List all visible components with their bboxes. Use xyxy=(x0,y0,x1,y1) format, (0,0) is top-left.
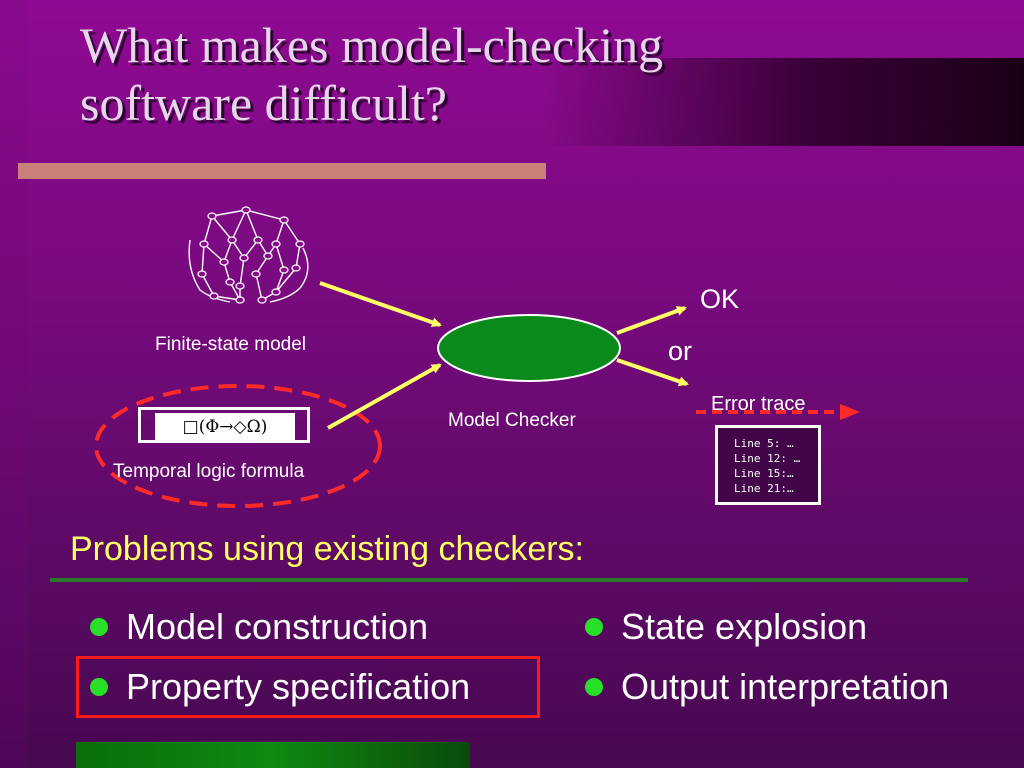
model-checker-label: Model Checker xyxy=(448,410,576,431)
model-input-arrow xyxy=(319,281,442,328)
problem-item: State explosion xyxy=(585,606,867,648)
problems-heading: Problems using existing checkers: xyxy=(70,530,585,568)
trace-line: Line 21:… xyxy=(734,482,794,495)
formula-highlight-ellipse xyxy=(94,384,382,508)
trace-line: Line 12: … xyxy=(734,452,801,465)
problem-item-label: State explosion xyxy=(621,606,868,647)
bullet-dot-icon xyxy=(90,678,108,696)
error-output-arrow xyxy=(616,358,689,387)
trace-line: Line 5: … xyxy=(734,437,794,450)
error-trace-label: Error trace xyxy=(711,393,806,415)
problem-item-label: Property specification xyxy=(126,666,471,707)
problem-item: Model construction xyxy=(90,606,428,648)
temporal-formula: □(Φ→◇Ω) xyxy=(155,413,295,441)
formula-box: □(Φ→◇Ω) xyxy=(138,407,310,443)
ok-label: OK xyxy=(700,284,740,314)
model-checker-oval xyxy=(437,314,621,382)
formula-input-arrow xyxy=(327,363,442,430)
problems-divider xyxy=(50,578,968,582)
ok-output-arrow xyxy=(616,306,687,335)
left-decor-band xyxy=(0,0,28,768)
error-trace-box: Line 5: … Line 12: … Line 15:… Line 21:… xyxy=(715,425,821,505)
title-line-2: software difficult? xyxy=(80,75,447,131)
state-graph-icon xyxy=(188,209,309,303)
property-specification-highlight xyxy=(76,656,540,718)
trace-line: Line 15:… xyxy=(734,467,794,480)
bottom-green-bar xyxy=(76,742,470,768)
bullet-dot-icon xyxy=(90,618,108,636)
slide-title: What makes model-checking software diffi… xyxy=(80,16,900,132)
problem-item-label: Model construction xyxy=(126,606,429,647)
bullet-dot-icon xyxy=(585,678,603,696)
temporal-logic-label: Temporal logic formula xyxy=(113,461,305,482)
problem-item-label: Output interpretation xyxy=(621,666,950,707)
title-decor-band xyxy=(540,58,1024,146)
finite-state-model-label: Finite-state model xyxy=(155,334,307,355)
state-graph-nodes xyxy=(197,206,305,304)
or-label: or xyxy=(668,336,693,366)
title-line-1: What makes model-checking xyxy=(80,17,664,73)
title-underline xyxy=(18,163,546,179)
bullet-dot-icon xyxy=(585,618,603,636)
problem-item: Output interpretation xyxy=(585,666,949,708)
problem-item: Property specification xyxy=(90,666,470,708)
